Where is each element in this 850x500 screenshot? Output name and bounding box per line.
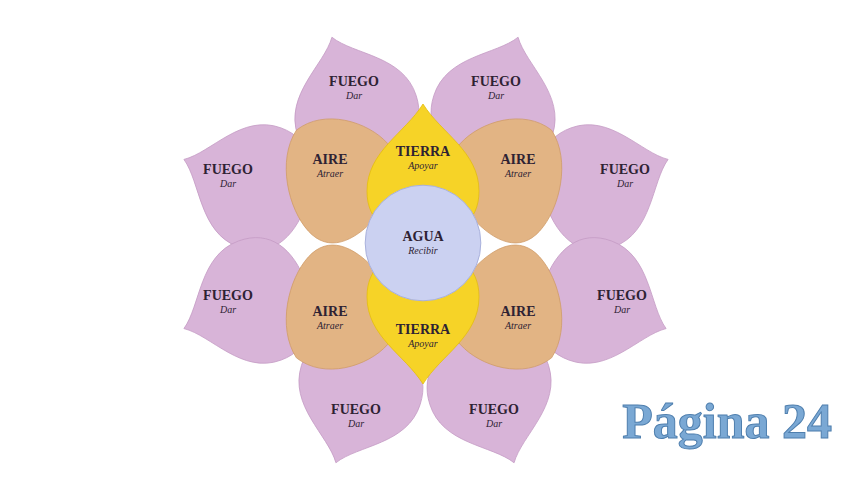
petal-text: FUEGODar bbox=[597, 288, 647, 316]
element-verb: Dar bbox=[488, 90, 504, 102]
fire-petal: FUEGODar bbox=[542, 116, 672, 248]
petal-text: AIREAtraer bbox=[312, 304, 347, 332]
petal-text: FUEGODar bbox=[471, 74, 521, 102]
petal-text: FUEGODar bbox=[600, 162, 650, 190]
element-verb: Atraer bbox=[505, 168, 531, 180]
element-verb: Dar bbox=[486, 418, 502, 430]
element-verb: Dar bbox=[614, 304, 630, 316]
element-name: FUEGO bbox=[471, 74, 521, 90]
element-name: AIRE bbox=[500, 304, 535, 320]
element-verb: Dar bbox=[220, 178, 236, 190]
element-verb: Dar bbox=[348, 418, 364, 430]
element-verb: Dar bbox=[346, 90, 362, 102]
petal-text: AIREAtraer bbox=[500, 152, 535, 180]
element-verb: Recibir bbox=[408, 245, 437, 257]
water-circle: AGUARecibir bbox=[364, 184, 482, 302]
element-name: FUEGO bbox=[203, 288, 253, 304]
element-verb: Atraer bbox=[317, 168, 343, 180]
element-verb: Dar bbox=[220, 304, 236, 316]
petal-text: FUEGODar bbox=[469, 402, 519, 430]
fire-petal-shape bbox=[542, 116, 672, 248]
water-outline bbox=[365, 185, 481, 301]
petal-text: AIREAtraer bbox=[500, 304, 535, 332]
element-verb: Dar bbox=[617, 178, 633, 190]
element-name: TIERRA bbox=[396, 144, 450, 160]
element-name: TIERRA bbox=[396, 322, 450, 338]
element-verb: Atraer bbox=[505, 320, 531, 332]
element-name: FUEGO bbox=[329, 74, 379, 90]
element-verb: Apoyar bbox=[408, 160, 437, 172]
element-name: FUEGO bbox=[203, 162, 253, 178]
petal-text: TIERRAApoyar bbox=[396, 322, 450, 350]
petal-text: FUEGODar bbox=[331, 402, 381, 430]
element-name: AGUA bbox=[402, 229, 443, 245]
element-verb: Apoyar bbox=[408, 338, 437, 350]
element-verb: Atraer bbox=[317, 320, 343, 332]
petal-text: FUEGODar bbox=[203, 288, 253, 316]
element-name: FUEGO bbox=[600, 162, 650, 178]
element-name: AIRE bbox=[312, 304, 347, 320]
petal-text: AIREAtraer bbox=[312, 152, 347, 180]
element-name: FUEGO bbox=[331, 402, 381, 418]
element-name: AIRE bbox=[312, 152, 347, 168]
petal-text: TIERRAApoyar bbox=[396, 144, 450, 172]
element-name: FUEGO bbox=[597, 288, 647, 304]
petal-text: FUEGODar bbox=[329, 74, 379, 102]
petal-text: AGUARecibir bbox=[402, 229, 443, 257]
element-name: AIRE bbox=[500, 152, 535, 168]
watermark: Página 24 bbox=[622, 392, 832, 450]
petal-text: FUEGODar bbox=[203, 162, 253, 190]
element-name: FUEGO bbox=[469, 402, 519, 418]
